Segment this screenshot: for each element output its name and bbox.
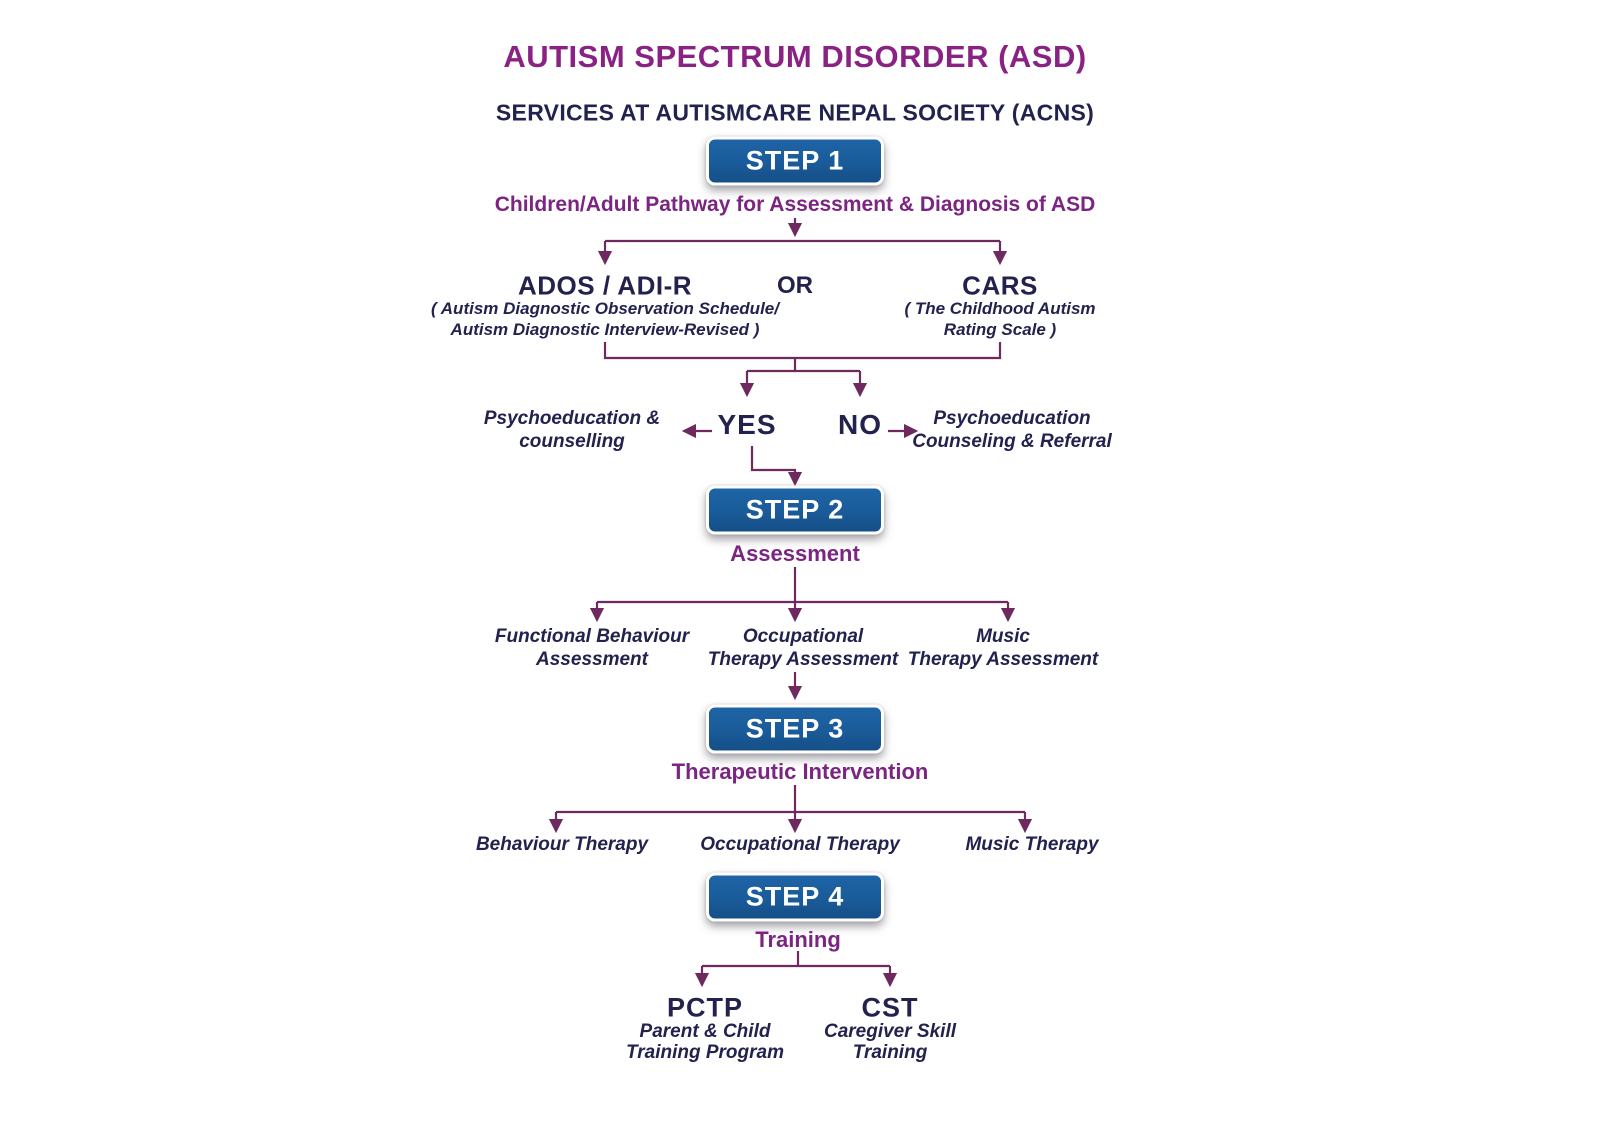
step2-badge: STEP 2 [706,485,884,535]
cars-node-sub2: Rating Scale ) [943,320,1057,339]
therapy-occupational: Occupational Therapy [700,834,900,855]
yes-label: YES [717,409,777,440]
assessment-functional-behaviour-line2: Assessment [536,649,648,670]
assessment-music-line2: Therapy Assessment [907,649,1099,670]
step2-badge-label: STEP 2 [745,494,845,525]
therapy-music: Music Therapy [965,834,1099,855]
no-outcome-line2: Counseling & Referral [912,431,1112,452]
assessment-functional-behaviour-line1: Functional Behaviour [494,626,690,647]
ados-node-title: ADOS / ADI-R [517,270,693,301]
page-subtitle: SERVICES AT AUTISMCARE NEPAL SOCIETY (AC… [495,99,1095,126]
yes-outcome-line1: Psychoeducation & [483,408,661,429]
or-label: OR [777,272,813,299]
step1-badge-label: STEP 1 [745,145,845,176]
step4-caption: Training [755,927,841,952]
training-pctp-line2: Training Program [625,1042,785,1063]
step1-badge: STEP 1 [706,136,884,186]
step4-badge: STEP 4 [706,872,884,922]
training-cst-line2: Training [852,1042,928,1063]
step2-caption: Assessment [730,541,860,566]
step1-caption: Children/Adult Pathway for Assessment & … [494,193,1096,216]
training-pctp-title: PCTP [666,992,744,1023]
ados-node-sub1: ( Autism Diagnostic Observation Schedule… [431,299,779,318]
assessment-occupational-line2: Therapy Assessment [707,649,899,670]
cars-node-sub1: ( The Childhood Autism [904,299,1096,318]
training-cst-line1: Caregiver Skill [823,1021,957,1042]
yes-outcome-line2: counselling [519,431,625,452]
page-title: AUTISM SPECTRUM DISORDER (ASD) [503,39,1087,74]
step3-caption: Therapeutic Intervention [671,759,929,784]
training-pctp-line1: Parent & Child [639,1021,771,1042]
assessment-occupational-line1: Occupational [742,626,864,647]
step3-badge-label: STEP 3 [745,713,845,744]
step3-badge: STEP 3 [706,704,884,754]
assessment-music-line1: Music [976,626,1030,647]
connector-yes-step2 [750,446,803,487]
step4-badge-label: STEP 4 [745,881,845,912]
no-outcome-line1: Psychoeducation [933,408,1091,429]
no-label: NO [838,409,882,440]
therapy-behaviour: Behaviour Therapy [475,834,649,855]
ados-node-sub2: Autism Diagnostic Interview-Revised ) [450,320,760,339]
connector-merge-bar [603,342,1002,360]
cars-node-title: CARS [962,270,1038,301]
training-cst-title: CST [861,992,919,1023]
